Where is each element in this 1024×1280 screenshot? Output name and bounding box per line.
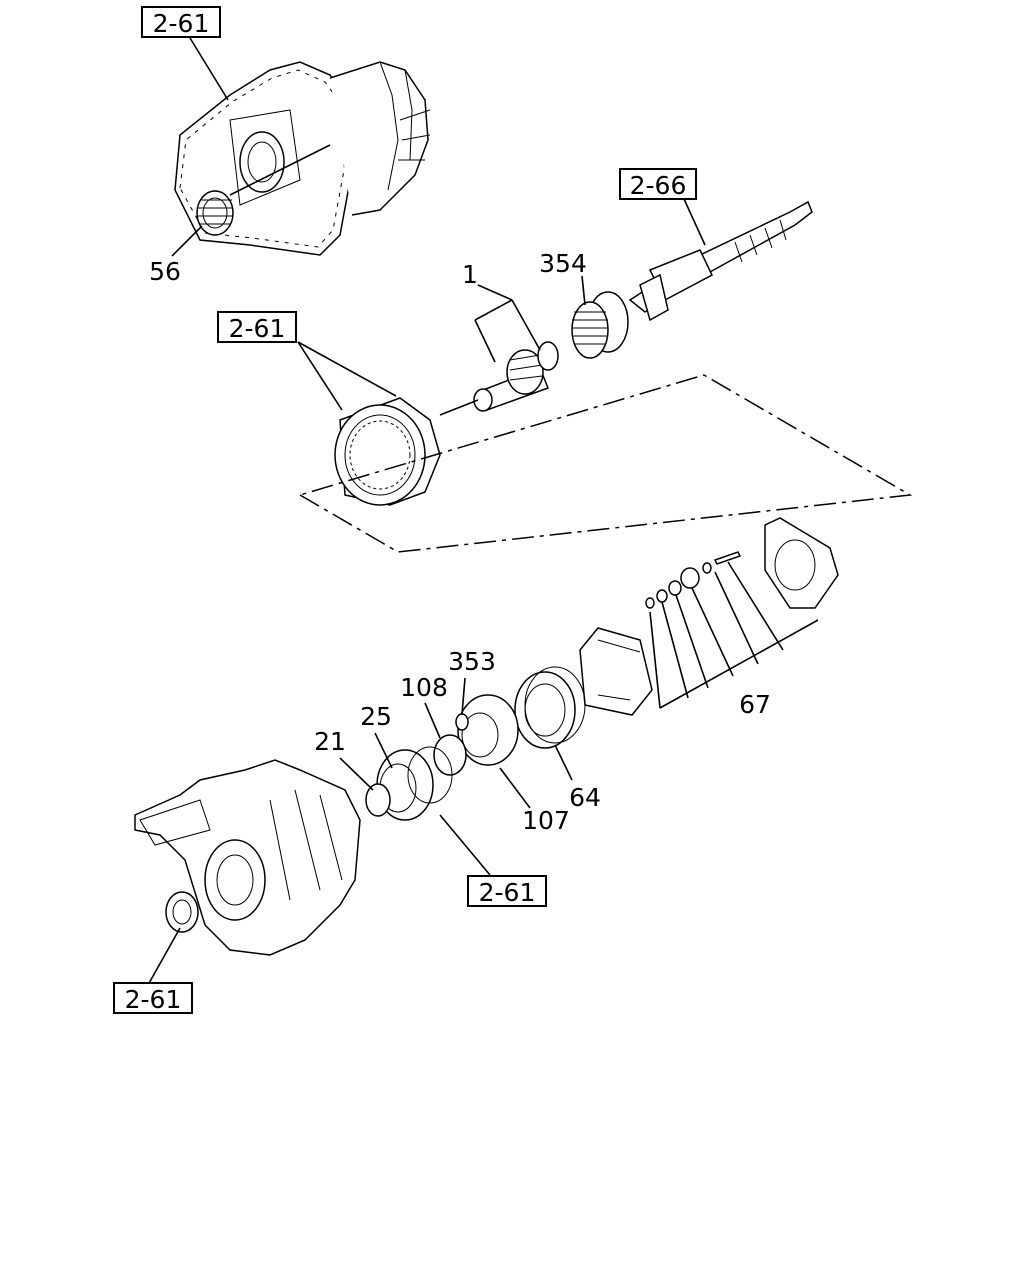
part-number-21: 21 [314,727,346,756]
gear-56 [196,190,234,236]
part-number-353: 353 [448,647,496,676]
ring-gear [334,397,441,506]
part-number-108: 108 [400,673,448,702]
ref-box-bearing: 2-61 [467,875,547,907]
part-number-67: 67 [739,690,771,719]
main-shaft [628,200,813,322]
snap-ring-21 [365,783,391,817]
part-number-107: 107 [522,806,570,835]
ref-label: 2-66 [630,171,687,200]
part-107-flange [457,694,519,766]
lower-housing [134,759,361,956]
gear-64 [514,666,586,749]
part-number-56: 56 [149,257,181,286]
part-353-snap-ring [455,713,469,731]
part-number-1: 1 [462,260,478,289]
leader-lines [147,37,819,986]
ref-box-bottom-left: 2-61 [113,982,193,1014]
part-number-25: 25 [360,702,392,731]
ref-label: 2-61 [153,9,210,38]
ref-label: 2-61 [479,878,536,907]
part-108-ring [433,734,467,776]
part-67-assembly [579,517,839,716]
part-1-sleeve [439,341,559,416]
gear-354 [571,291,629,359]
ref-box-shaft: 2-66 [619,168,697,200]
ref-box-top-left: 2-61 [141,6,221,38]
oil-seal [165,891,199,933]
ref-box-ring-gear: 2-61 [217,311,297,343]
part-number-64: 64 [569,783,601,812]
assembly-outline [298,374,913,553]
ref-label: 2-61 [229,314,286,343]
ref-label: 2-61 [125,985,182,1014]
part-number-354: 354 [539,249,587,278]
